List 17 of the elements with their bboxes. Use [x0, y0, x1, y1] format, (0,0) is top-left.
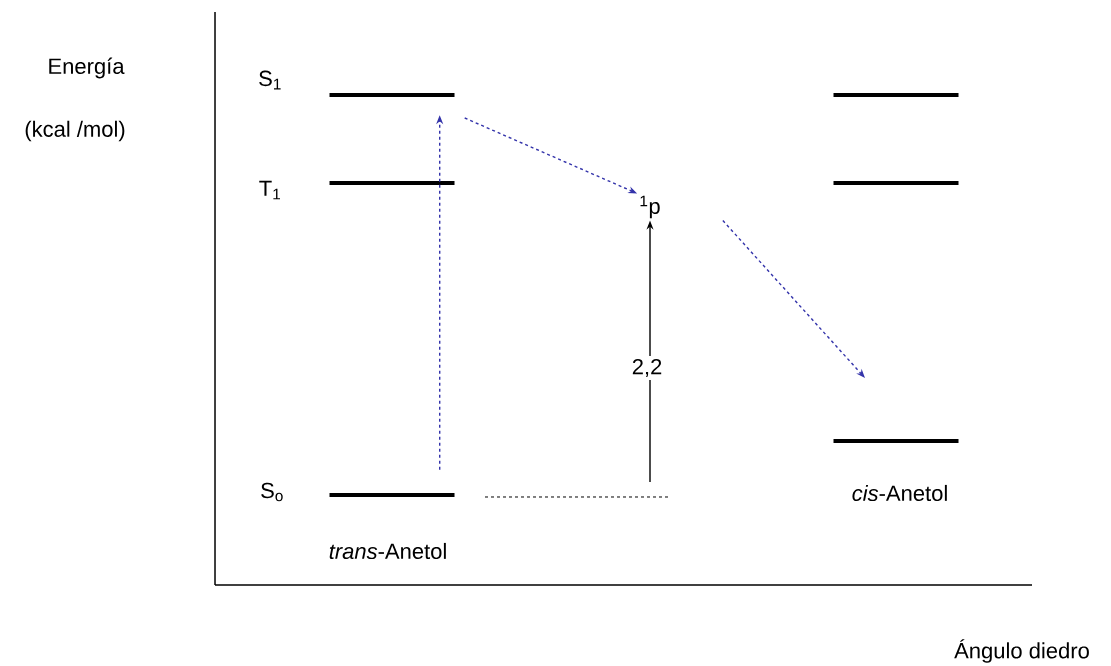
axis-unit: (kcal /mol) [25, 120, 125, 142]
level-label: T$_{1}$ [259, 180, 280, 200]
energy-level-bar [833, 93, 959, 97]
level-label: cis-Anetol [852, 484, 947, 502]
energy-level-bar [833, 181, 959, 185]
state-label: $^{1}$p [640, 195, 660, 219]
level-label: trans-Anetol [329, 542, 446, 560]
energy-level-bar [329, 93, 455, 97]
level-label: S$_{1}$ [259, 70, 281, 90]
axis-title: Energía [49, 57, 125, 79]
level-label: S$_{o}$ [261, 482, 283, 502]
edge-label: 2,2 [628, 355, 666, 381]
energy-level-bar [329, 493, 455, 497]
arrow [722, 219, 865, 378]
axis-title: Ángulo diedro [954, 639, 1089, 663]
energy-level-bar [329, 181, 455, 185]
energy-level-bar [833, 439, 959, 443]
